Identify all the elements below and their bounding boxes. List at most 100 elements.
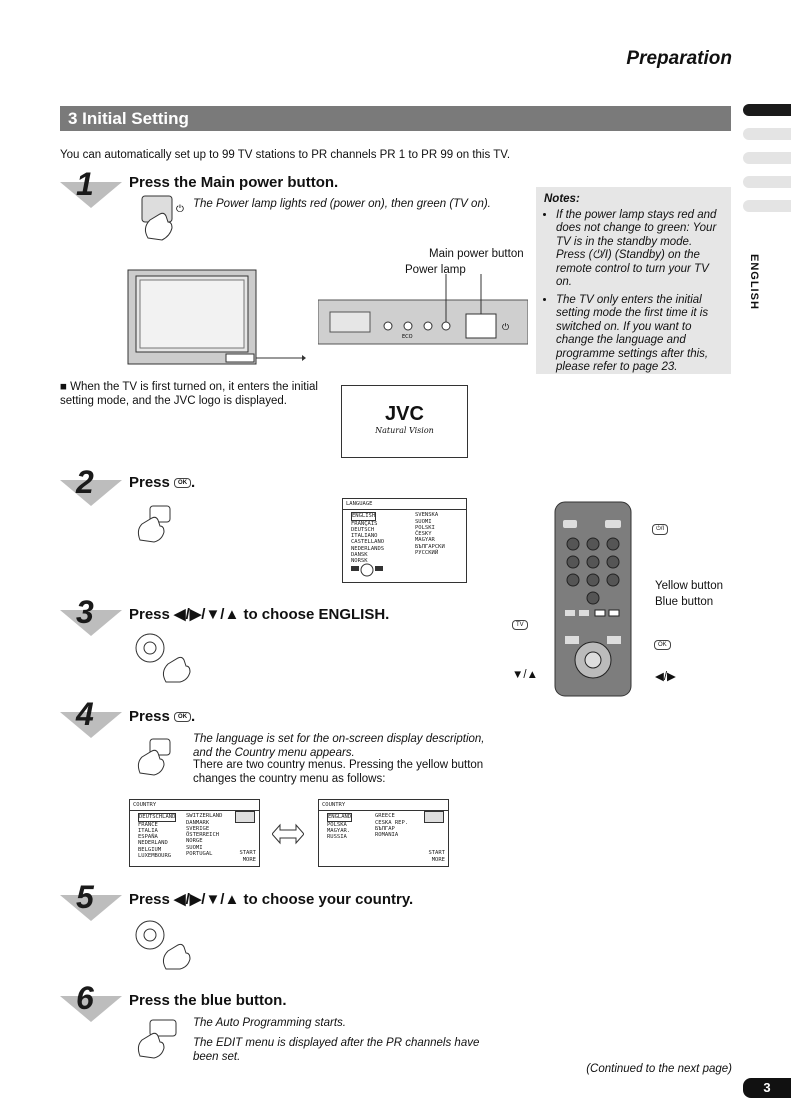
country-option: GREECE [375, 813, 395, 820]
chapter-tab-active [743, 104, 791, 116]
country-option: ESPAÑA [138, 834, 158, 841]
color-button-indicator [235, 811, 255, 823]
step-2-heading: Press OK. [129, 474, 196, 491]
language-option: DEUTSCH [351, 526, 375, 533]
language-option: NEDERLANDS [351, 545, 385, 552]
language-option: ENGLISH [351, 512, 377, 521]
chapter-tabs [743, 104, 791, 224]
country-option: FRANCE [138, 821, 158, 828]
first-on-note: ■ When the TV is first turned on, it ent… [60, 380, 332, 408]
step-number-text: 2 [76, 464, 94, 500]
notes-box: Notes: If the power lamp stays red and d… [536, 187, 731, 374]
svg-text:⏻: ⏻ [502, 322, 509, 333]
svg-text:⏻: ⏻ [176, 204, 184, 215]
step-number-text: 1 [76, 166, 94, 202]
tv-key-icon: TV [512, 619, 528, 630]
page-header-title: Preparation [626, 48, 732, 69]
language-option: MAGYAR [415, 537, 435, 544]
label-left-right: ◀/▶ [655, 671, 676, 683]
country-menu-legend: START MORE [428, 850, 445, 863]
step-number-3: 3 [60, 594, 122, 636]
step-4-plain: There are two country menus. Pressing th… [193, 759, 484, 785]
start-label: START [239, 850, 256, 857]
color-button-indicator [424, 811, 444, 823]
country-option: SVERIGE [186, 825, 210, 832]
country-option: ÖSTERREICH [186, 832, 220, 839]
step-1-desc: The Power lamp lights red (power on), th… [193, 198, 491, 210]
label-yellow-button: Yellow button [655, 580, 723, 592]
notes-title: Notes: [544, 193, 580, 205]
standby-key-callout: ⏻/I [652, 521, 669, 539]
country-option: SUOMI [186, 844, 203, 851]
country-option: RUSSIA [327, 834, 347, 841]
step-number-5: 5 [60, 879, 122, 921]
step-1-heading: Press the Main power button. [129, 174, 339, 191]
chapter-tab [743, 200, 791, 212]
step-4-desc: The language is set for the on-screen di… [193, 733, 485, 759]
country-menu-title: COUNTRY [130, 800, 259, 812]
hand-press-cursor-icon [128, 915, 192, 978]
country-option: ROMANIA [375, 832, 399, 839]
continued-note: (Continued to the next page) [586, 1063, 732, 1075]
jvc-logo-screen: JVC Natural Vision [341, 385, 468, 458]
page-number: 3 [743, 1078, 791, 1098]
side-language-label: ENGLISH [748, 254, 760, 310]
label-power-lamp: Power lamp [405, 264, 466, 276]
standby-key-icon: ⏻/I [652, 524, 669, 536]
tv-front-illustration [126, 268, 306, 373]
language-option: РУССКИЙ [415, 550, 439, 557]
step-number-text: 4 [76, 696, 94, 732]
section-title-bar: 3 Initial Setting [60, 106, 731, 131]
swap-arrow-icon [271, 823, 305, 850]
language-col-2: SVENSKA SUOMI POLSKI ČESKY MAGYAR БЪЛГАР… [415, 512, 445, 564]
step-6-heading: Press the blue button. [129, 992, 287, 1009]
language-menu-title: LANGUAGE [343, 499, 466, 511]
natural-vision-logo: Natural Vision [375, 426, 434, 435]
ok-key-icon: OK [174, 478, 192, 489]
start-label: START [428, 850, 445, 857]
language-option: NORSK [351, 558, 368, 565]
country-col-1: DEUTSCHLAND FRANCE ITALIA ESPAÑA NEDERLA… [138, 813, 186, 859]
language-menu-screen: LANGUAGE ENGLISH FRANÇAIS DEUTSCH ITALIA… [342, 498, 467, 583]
country-option: LUXEMBOURG [138, 853, 172, 860]
tv-control-panel-illustration: ECO ⏻ [317, 254, 529, 375]
country-option: DANMARK [186, 819, 210, 826]
svg-text:ECO: ECO [402, 334, 413, 340]
more-label: MORE [242, 856, 256, 863]
language-option: FRANÇAIS [351, 520, 378, 527]
ok-key-icon: OK [654, 639, 671, 650]
country-option: POLSKA [327, 821, 347, 828]
label-blue-button: Blue button [655, 596, 714, 608]
hand-press-blue-button-icon [134, 1014, 182, 1065]
language-col-1: ENGLISH FRANÇAIS DEUTSCH ITALIANO CASTEL… [351, 512, 415, 564]
country-option: ITALIA [138, 827, 158, 834]
step-number-text: 5 [76, 879, 94, 915]
first-on-note-text: When the TV is first turned on, it enter… [60, 381, 318, 407]
ok-key-icon: OK [174, 712, 192, 723]
country-menu-legend: START MORE [239, 850, 256, 863]
hand-press-ok-icon [134, 733, 178, 782]
step-2-heading-text: Press [129, 474, 170, 491]
language-option: SUOMI [415, 518, 432, 525]
language-option: DANSK [351, 552, 368, 559]
note-item: The TV only enters the initial setting m… [556, 294, 723, 375]
hand-press-ok-icon [134, 500, 178, 549]
country-option: БЪЛГАР [375, 825, 395, 832]
chapter-tab [743, 176, 791, 188]
country-option: PORTUGAL [186, 851, 213, 858]
step-3-heading: Press ◀/▶/▼/▲ to choose ENGLISH. [129, 606, 390, 623]
bullet-square-icon: ■ [60, 381, 71, 393]
tv-key-callout: TV [512, 616, 528, 634]
country-option: MAGYAR. [327, 827, 351, 834]
country-col-2: GREECE CESKA REP. БЪЛГАР ROMANIA [375, 813, 408, 840]
step-number-1: 1 [60, 166, 122, 208]
language-option: БЪЛГАРСКИ [415, 543, 445, 550]
step-5-heading: Press ◀/▶/▼/▲ to choose your country. [129, 891, 414, 908]
language-option: CASTELLANO [351, 539, 385, 546]
note-item: If the power lamp stays red and does not… [556, 209, 723, 290]
intro-text: You can automatically set up to 99 TV st… [60, 149, 511, 161]
step-number-6: 6 [60, 980, 122, 1022]
country-menu-2-screen: COUNTRY ENGLAND POLSKA MAGYAR. RUSSIA GR… [318, 799, 449, 867]
country-option: NEDERLAND [138, 840, 168, 847]
chapter-tab [743, 152, 791, 164]
